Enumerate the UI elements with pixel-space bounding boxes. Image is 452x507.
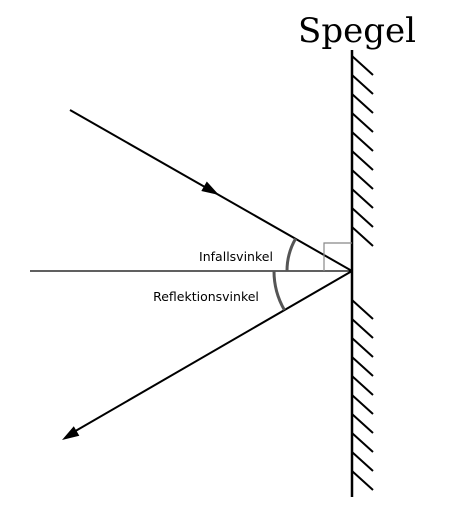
hatch-mark (351, 226, 374, 247)
hatch-mark (351, 207, 374, 228)
reflected-ray (71, 270, 353, 434)
incident-ray-arrowhead (201, 181, 219, 195)
hatch-mark (351, 413, 374, 434)
hatch-mark (351, 299, 374, 320)
hatch-mark (351, 375, 374, 396)
hatch-mark (351, 112, 374, 133)
hatch-mark (351, 131, 374, 152)
mirror-title: Spegel (298, 11, 416, 51)
hatch-mark (351, 55, 374, 76)
hatch-mark (351, 188, 374, 209)
hatch-mark (351, 74, 374, 95)
hatch-mark (351, 150, 374, 171)
hatch-mark (351, 432, 374, 453)
hatch-mark (351, 169, 374, 190)
hatch-mark (351, 93, 374, 114)
hatch-mark (351, 318, 374, 339)
hatch-mark (351, 394, 374, 415)
hatch-mark (351, 356, 374, 377)
reflected-ray-arrowhead (62, 426, 80, 440)
right-angle-marker (323, 242, 352, 271)
hatch-mark (351, 470, 374, 491)
reflection-angle-label: Reflektionsvinkel (153, 289, 259, 304)
hatch-mark (351, 337, 374, 358)
incidence-angle-arc (285, 237, 297, 272)
mirror-hatching (351, 55, 374, 491)
hatch-mark (351, 451, 374, 472)
incidence-angle-label: Infallsvinkel (199, 249, 273, 264)
reflection-angle-arc (272, 270, 286, 311)
